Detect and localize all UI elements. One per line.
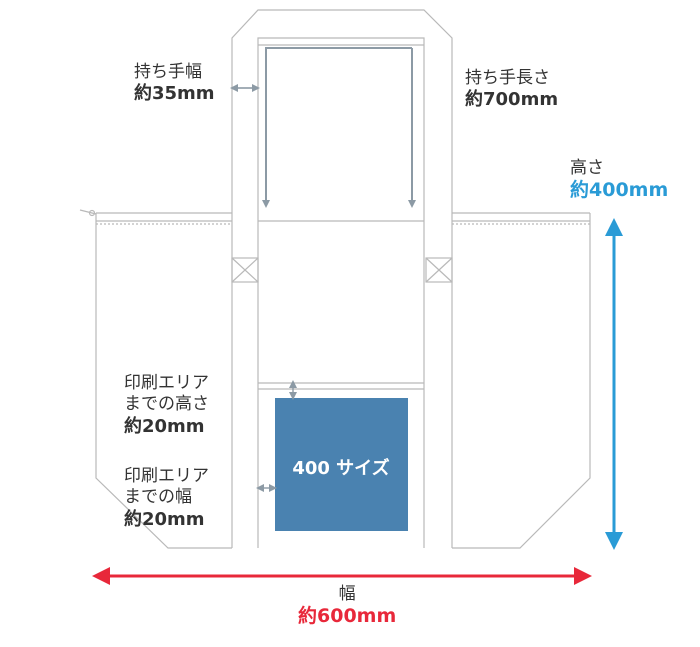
print-side-label: 印刷エリア までの幅 約20mm [124, 466, 209, 531]
handle-length-value: 約700mm [465, 89, 559, 111]
width-value: 約600mm [298, 605, 397, 628]
handle-width-label: 持ち手幅 約35mm [134, 62, 215, 106]
height-title: 高さ [570, 158, 604, 178]
handle-length-arrow [262, 47, 416, 208]
print-area [275, 398, 408, 531]
height-label: 高さ 約400mm [570, 158, 668, 203]
print-top-label: 印刷エリア までの高さ 約20mm [124, 373, 209, 438]
handle-width-value: 約35mm [134, 83, 215, 105]
handle-width-title: 持ち手幅 [134, 62, 202, 82]
bag-body [79, 209, 591, 549]
print-top-value: 約20mm [124, 415, 205, 437]
width-title: 幅 [338, 584, 356, 604]
print-side-line2: までの幅 [124, 487, 192, 508]
print-area-label: 400 サイズ [292, 457, 389, 479]
width-label: 幅 約600mm [298, 584, 396, 629]
handle-length-title: 持ち手長さ [465, 68, 550, 88]
print-top-line1: 印刷エリア [124, 373, 209, 393]
print-top-line2: までの高さ [124, 394, 209, 415]
print-side-line1: 印刷エリア [124, 466, 209, 486]
print-side-value: 約20mm [124, 508, 205, 530]
height-value: 約400mm [570, 179, 669, 202]
handle-length-label: 持ち手長さ 約700mm [465, 68, 558, 112]
handle [231, 9, 453, 548]
